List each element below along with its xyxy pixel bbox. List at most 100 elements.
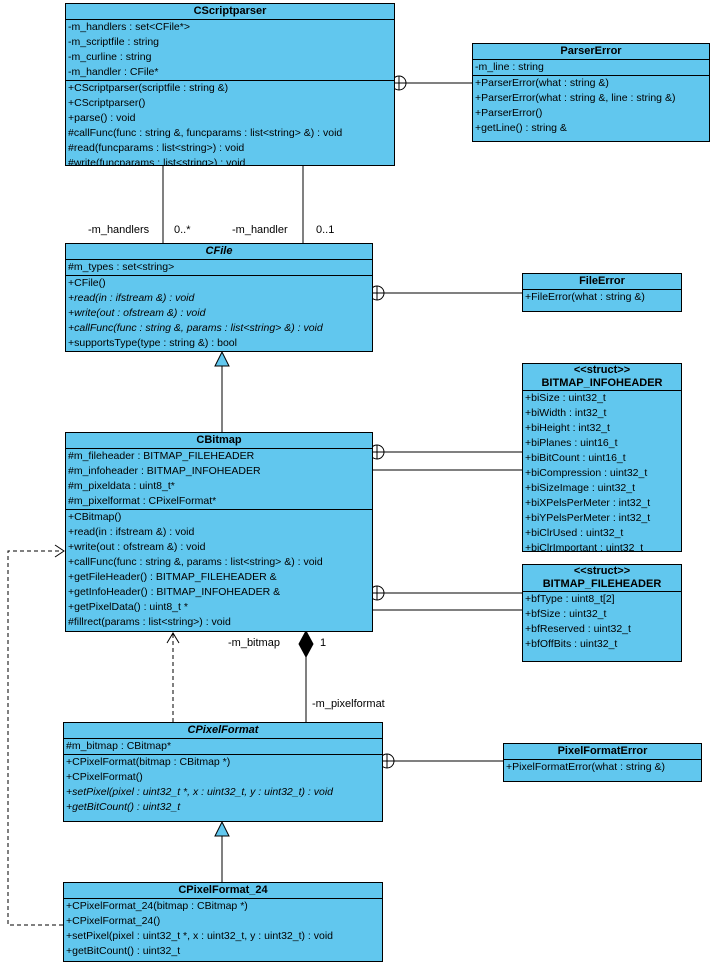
attributes-compartment: -m_handlers : set<CFile*> -m_scriptfile :… bbox=[66, 19, 394, 80]
member-row: +ParserError(what : string &, line : str… bbox=[475, 92, 676, 104]
dependency-cpixelformat24-cbitmap[interactable] bbox=[7, 544, 65, 926]
member-row: -m_handler : CFile* bbox=[68, 66, 159, 78]
member-row: +supportsType(type : string &) : bool bbox=[68, 337, 237, 349]
member-row: #write(funcparams : list<string>) : void bbox=[68, 157, 246, 166]
attributes-compartment: #m_fileheader : BITMAP_FILEHEADER #m_info… bbox=[66, 448, 372, 509]
member-row: -m_curline : string bbox=[68, 51, 152, 63]
dependency-cpixelformat-cbitmap[interactable] bbox=[166, 632, 180, 722]
generalization-cbitmap-cfile[interactable] bbox=[214, 350, 230, 432]
methods-compartment: +ParserError(what : string &) +ParserErro… bbox=[473, 75, 709, 141]
member-row: #callFunc(func : string &, funcparams : … bbox=[68, 127, 343, 139]
member-row: #m_pixeldata : uint8_t* bbox=[68, 480, 175, 492]
member-row: +CPixelFormat_24(bitmap : CBitmap *) bbox=[66, 900, 248, 912]
class-name: PixelFormatError bbox=[557, 745, 648, 757]
member-row: +biXPelsPerMeter : int32_t bbox=[525, 497, 651, 509]
class-box-cfile[interactable]: CFile #m_types : set<string> +CFile()+re… bbox=[65, 243, 373, 352]
class-box-cpixelformat-24[interactable]: CPixelFormat_24 +CPixelFormat_24(bitmap … bbox=[63, 882, 383, 962]
attributes-compartment: #m_types : set<string> bbox=[66, 259, 372, 275]
anchor-cbitmap-fileheader[interactable] bbox=[369, 585, 522, 601]
multiplicity-label-m-handlers: 0..* bbox=[174, 224, 191, 236]
member-row: +getInfoHeader() : BITMAP_INFOHEADER & bbox=[68, 586, 281, 598]
anchor-cpixelformat-pixelformaterror[interactable] bbox=[379, 753, 503, 769]
attributes-compartment: #m_bitmap : CBitmap* bbox=[64, 738, 382, 754]
member-row: -m_scriptfile : string bbox=[68, 36, 160, 48]
member-row: +biPlanes : uint16_t bbox=[525, 437, 618, 449]
member-row: +bfReserved : uint32_t bbox=[525, 623, 631, 635]
member-row: #m_fileheader : BITMAP_FILEHEADER bbox=[68, 450, 255, 462]
member-row: -m_line : string bbox=[475, 61, 544, 73]
member-row: #fillrect(params : list<string>) : void bbox=[68, 616, 231, 628]
member-row: +CPixelFormat_24() bbox=[66, 915, 161, 927]
member-row: +biYPelsPerMeter : int32_t bbox=[525, 512, 651, 524]
member-row: +parse() : void bbox=[68, 112, 136, 124]
member-row: +getLine() : string & bbox=[475, 122, 567, 134]
member-row: +FileError(what : string &) bbox=[525, 291, 645, 303]
class-box-pixelformaterror[interactable]: PixelFormatError +PixelFormatError(what … bbox=[503, 743, 702, 782]
composition-m-pixelformat[interactable] bbox=[298, 629, 314, 722]
member-row: +write(out : ofstream &) : void bbox=[68, 541, 206, 553]
role-label-m-bitmap: -m_bitmap bbox=[228, 637, 280, 649]
member-row: #m_types : set<string> bbox=[68, 261, 175, 273]
member-row: +CScriptparser(scriptfile : string &) bbox=[68, 82, 229, 94]
member-row: +CScriptparser() bbox=[68, 97, 146, 109]
attributes-compartment: -m_line : string bbox=[473, 59, 709, 75]
class-box-cbitmap[interactable]: CBitmap #m_fileheader : BITMAP_FILEHEADE… bbox=[65, 432, 373, 632]
member-row: +setPixel(pixel : uint32_t *, x : uint32… bbox=[66, 930, 334, 942]
anchor-cfile-fileerror[interactable] bbox=[369, 285, 522, 301]
member-row: +PixelFormatError(what : string &) bbox=[506, 761, 665, 773]
class-box-bitmap-infoheader[interactable]: <<struct>> BITMAP_INFOHEADER +biSize : u… bbox=[522, 363, 682, 552]
member-row: +CBitmap() bbox=[68, 511, 122, 523]
methods-compartment: +CBitmap() +read(in : ifstream &) : void +… bbox=[66, 509, 372, 631]
member-row: +bfOffBits : uint32_t bbox=[525, 638, 618, 650]
stereotype-label: <<struct>> bbox=[573, 364, 631, 376]
role-label-m-handler: -m_handler bbox=[232, 224, 288, 236]
member-row: +getFileHeader() : BITMAP_FILEHEADER & bbox=[68, 571, 277, 583]
class-name: CPixelFormat bbox=[187, 724, 259, 736]
class-box-cscriptparser[interactable]: CScriptparser -m_handlers : set<CFile*>-… bbox=[65, 3, 395, 166]
methods-compartment: +PixelFormatError(what : string &) bbox=[504, 759, 701, 781]
generalization-cpixelformat24-cpixelformat[interactable] bbox=[214, 820, 230, 882]
methods-compartment: +FileError(what : string &) bbox=[523, 289, 681, 311]
member-row: +biClrImportant : uint32_t bbox=[525, 542, 644, 552]
anchor-cbitmap-infoheader[interactable] bbox=[369, 444, 522, 460]
methods-compartment: +CFile()+read(in : ifstream &) : void+wr… bbox=[66, 275, 372, 351]
class-box-bitmap-fileheader[interactable]: <<struct>> BITMAP_FILEHEADER +bfType : u… bbox=[522, 564, 682, 662]
class-box-fileerror[interactable]: FileError +FileError(what : string &) bbox=[522, 273, 682, 312]
multiplicity-label-m-handler: 0..1 bbox=[316, 224, 335, 236]
class-name: FileError bbox=[579, 275, 625, 287]
member-row: -m_handlers : set<CFile*> bbox=[68, 21, 190, 33]
member-row: +CPixelFormat() bbox=[66, 771, 143, 783]
member-row: +biClrUsed : uint32_t bbox=[525, 527, 624, 539]
member-row: +bfType : uint8_t[2] bbox=[525, 593, 615, 605]
methods-compartment: +CPixelFormat(bitmap : CBitmap *)+CPixel… bbox=[64, 754, 382, 821]
member-row: +ParserError(what : string &) bbox=[475, 77, 609, 89]
member-row: #m_pixelformat : CPixelFormat* bbox=[68, 495, 217, 507]
member-row: +biCompression : uint32_t bbox=[525, 467, 648, 479]
member-row: +read(in : ifstream &) : void bbox=[68, 292, 195, 304]
member-row: +getPixelData() : uint8_t * bbox=[68, 601, 188, 613]
member-row: +read(in : ifstream &) : void bbox=[68, 526, 195, 538]
member-row: #m_bitmap : CBitmap* bbox=[66, 740, 172, 752]
member-row: +ParserError() bbox=[475, 107, 543, 119]
class-box-parsererror[interactable]: ParserError -m_line : string +ParserErro… bbox=[472, 43, 710, 142]
attributes-compartment: +biSize : uint32_t+biWidth : int32_t+biH… bbox=[523, 390, 681, 552]
member-row: #read(funcparams : list<string>) : void bbox=[68, 142, 245, 154]
class-name: CScriptparser bbox=[193, 5, 267, 17]
member-row: +biHeight : int32_t bbox=[525, 422, 610, 434]
class-name: CBitmap bbox=[196, 434, 242, 446]
member-row: +bfSize : uint32_t bbox=[525, 608, 607, 620]
class-name: CPixelFormat_24 bbox=[178, 884, 268, 896]
multiplicity-label-m-bitmap: 1 bbox=[320, 637, 327, 649]
role-label-m-handlers: -m_handlers bbox=[88, 224, 150, 236]
anchor-cscriptparser-parsererror[interactable] bbox=[391, 75, 472, 91]
member-row: #m_infoheader : BITMAP_INFOHEADER bbox=[68, 465, 261, 477]
member-row: +callFunc(func : string &, params : list… bbox=[68, 556, 323, 568]
class-box-cpixelformat[interactable]: CPixelFormat #m_bitmap : CBitmap* +CPixe… bbox=[63, 722, 383, 822]
member-row: +biWidth : int32_t bbox=[525, 407, 607, 419]
member-row: +biBitCount : uint16_t bbox=[525, 452, 626, 464]
member-row: +callFunc(func : string &, params : list… bbox=[68, 322, 323, 334]
attributes-compartment: +bfType : uint8_t[2] +bfSize : uint32_t +b… bbox=[523, 591, 681, 661]
member-row: +setPixel(pixel : uint32_t *, x : uint32… bbox=[66, 786, 334, 798]
